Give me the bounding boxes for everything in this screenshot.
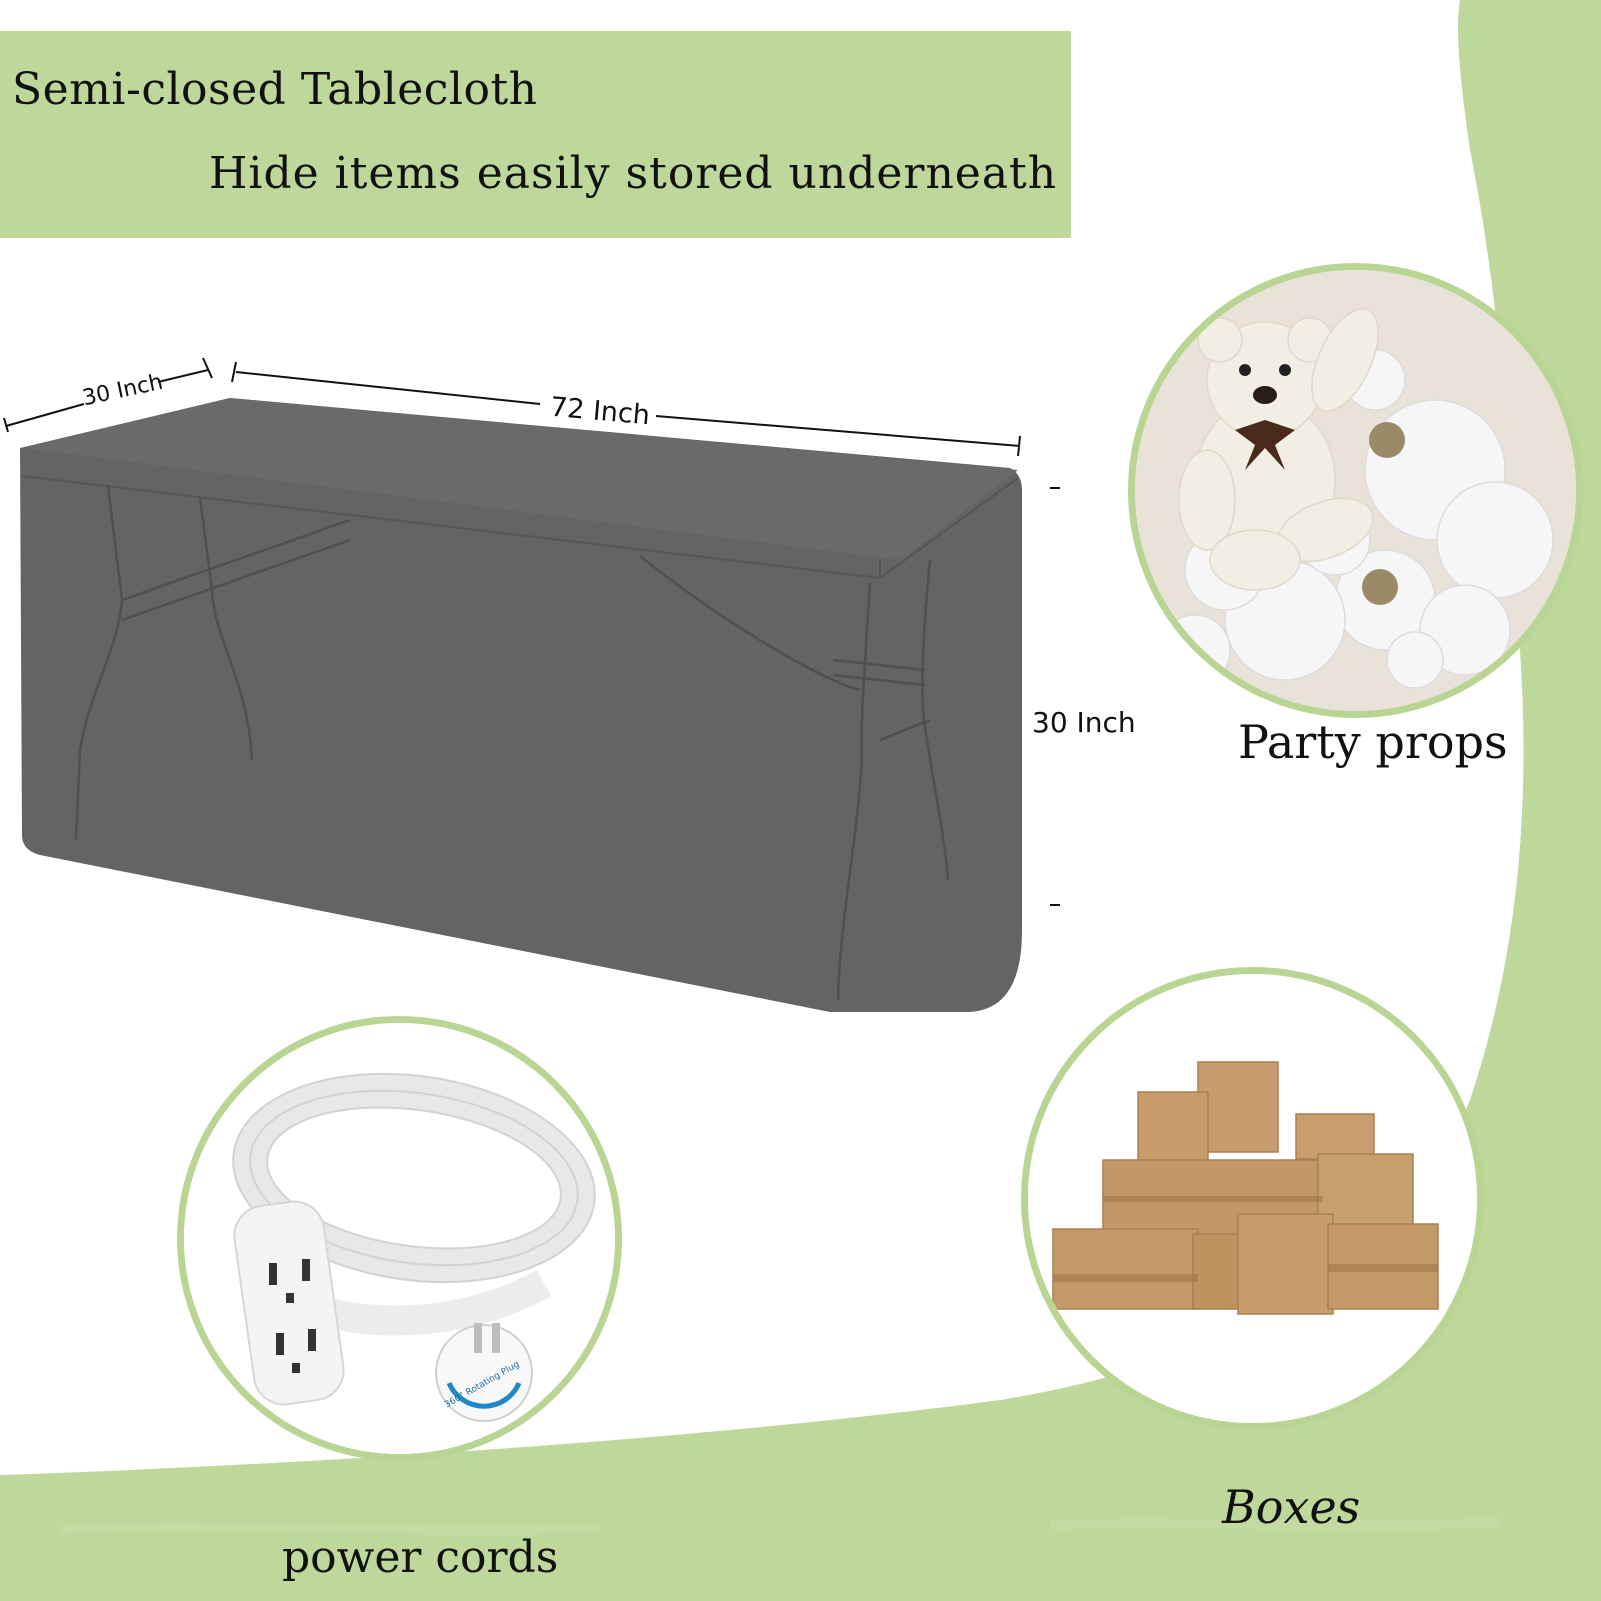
- power-cords-caption: power cords: [282, 1532, 559, 1583]
- tablecloth-illustration: [3, 357, 1060, 1012]
- party-props-illustration: [1135, 270, 1576, 711]
- banner-title: Semi-closed Tablecloth: [12, 64, 538, 115]
- teddy-bear: [1178, 308, 1379, 591]
- outlet-strip: [233, 1200, 345, 1406]
- banner-subtitle: Hide items easily stored underneath: [209, 148, 1058, 199]
- header-banner: [0, 31, 1071, 238]
- tablecloth-body: [20, 398, 1022, 1012]
- power-cords-illustration: [184, 1023, 615, 1454]
- power-cords-image: [177, 1016, 622, 1461]
- dimension-lines: [3, 357, 1060, 906]
- rotating-plug-icon: [435, 1323, 533, 1422]
- party-props-image: [1128, 263, 1583, 718]
- party-props-caption: Party props: [1238, 715, 1508, 769]
- boxes-illustration: [1028, 974, 1477, 1423]
- height-dimension-label: 30 Inch: [1032, 706, 1136, 739]
- boxes-image: [1021, 967, 1484, 1430]
- boxes-caption: Boxes: [1222, 1480, 1361, 1534]
